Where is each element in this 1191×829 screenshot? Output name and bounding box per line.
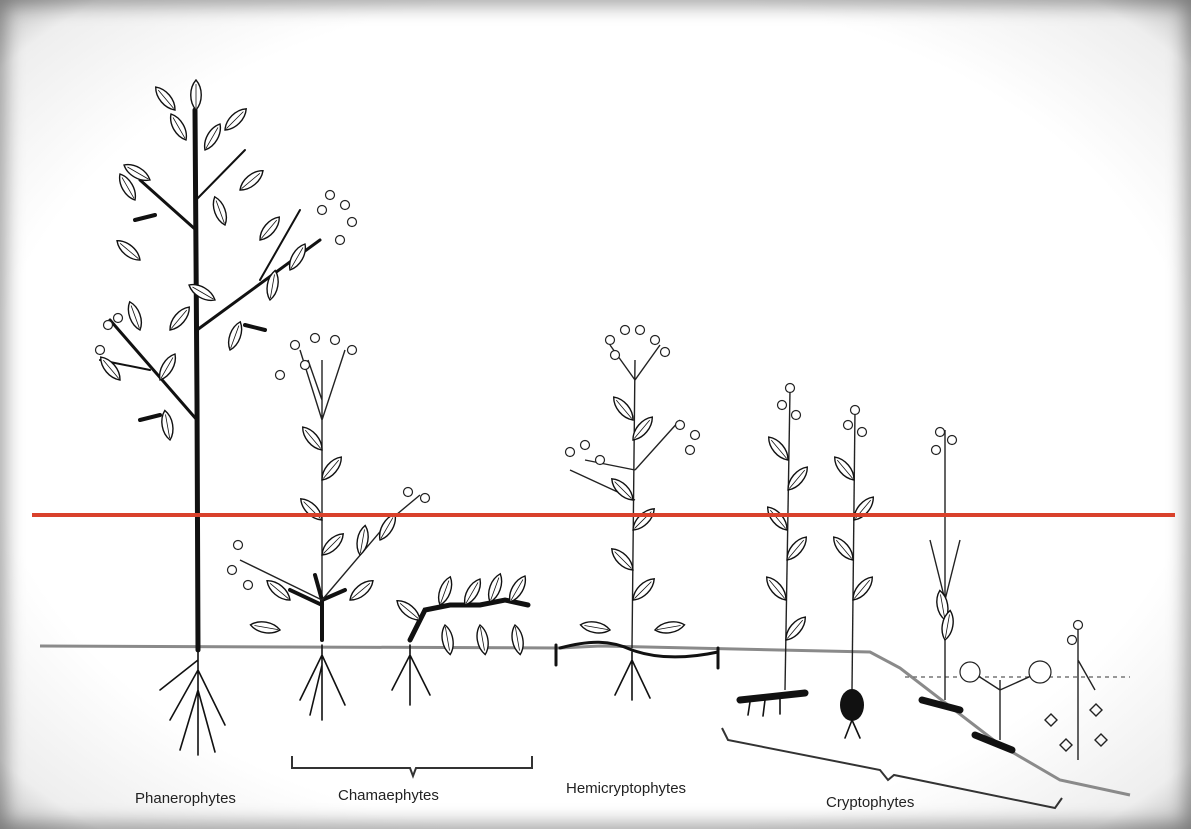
label-hemicryptophytes: Hemicryptophytes bbox=[566, 780, 686, 797]
chamaephyte-plant-2 bbox=[392, 572, 530, 705]
cryptophyte-plant-4 bbox=[960, 661, 1051, 750]
chamaephyte-plant-1 bbox=[228, 334, 430, 721]
cryptophyte-water-plant bbox=[1045, 620, 1107, 760]
cryptophyte-plant-2 bbox=[830, 406, 878, 739]
hemicryptophyte-plant bbox=[556, 326, 718, 701]
label-chamaephytes: Chamaephytes bbox=[338, 787, 439, 804]
cryptophyte-plant-1 bbox=[740, 384, 811, 717]
label-phanerophytes: Phanerophytes bbox=[135, 790, 236, 807]
chamaephytes-brace bbox=[292, 756, 532, 776]
phanerophyte-plant bbox=[96, 80, 357, 755]
label-cryptophytes: Cryptophytes bbox=[826, 794, 914, 811]
cryptophyte-plant-3 bbox=[922, 428, 960, 711]
